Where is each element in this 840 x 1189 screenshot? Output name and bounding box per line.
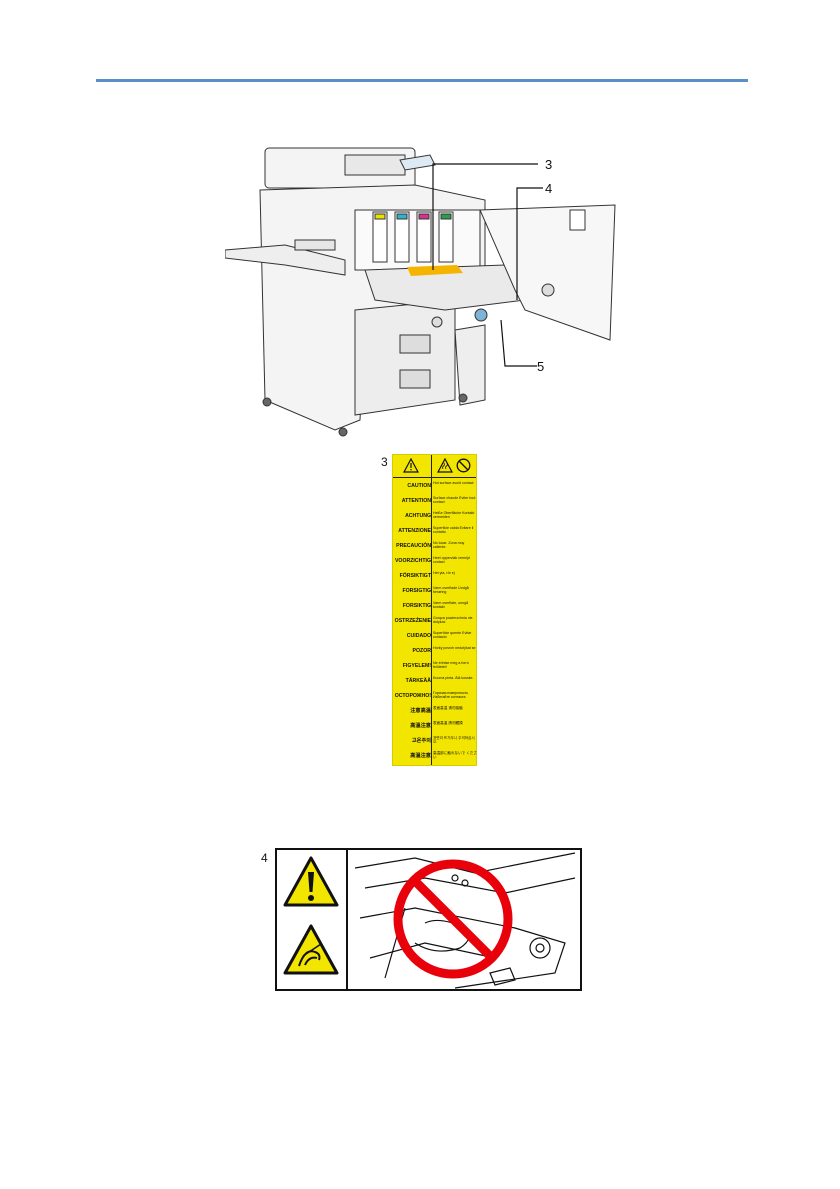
callout-4: 4 [545,181,553,196]
label-warning-text: Kuuma pinta. Älä kosske. [433,676,474,680]
label-3-number: 3 [381,455,388,469]
label-warning-text: No tocar. Zona muy caliente. [433,541,465,549]
label-warning-text: Varm overflate, unngå kontakt [433,601,469,609]
label-warning-text: Horký povrch nedotýkat se [433,646,476,650]
label-warning-word: 高溫注意 [410,723,431,729]
label-warning-word: 注意高温 [410,708,431,714]
label-warning-text: 表面高温 请勿接触 [433,706,463,710]
label-warning-text: Gorąca powierzchnia nie dotykać [433,616,473,624]
warning-triangle-icon [403,458,419,473]
label-warning-word: ATTENTION [401,498,431,504]
callout-3: 3 [545,157,553,172]
exclamation-warning-icon [283,856,339,907]
label-warning-word: POZOR [412,648,431,654]
label-warning-word: 고온주의 [411,738,431,744]
label-warning-text: Het yta, rör ej [433,571,455,575]
pinch-warning-label [275,848,582,991]
label-warning-word: FORSIGTIG [402,588,431,594]
label-warning-word: ACHTUNG [405,513,431,519]
hand-pinch-warning-icon [283,924,339,975]
label-warning-word: CAUTION [407,483,431,489]
label-warning-text: Heiße Oberfläche Kontakt vermeiden [433,511,475,519]
label-warning-text: Горячая поверхность Избегайте контакта [433,691,469,699]
label-warning-word: FÖRSIKTIGT [399,573,431,579]
label-row: 注意高温表面高温 请勿接触 [393,704,476,719]
label-divider [431,455,432,765]
label-warning-word: FORSIKTIG [402,603,431,609]
label-warning-text: Hot surface avoid contact [433,481,474,485]
label-warning-word: VOORZICHTIG [394,558,431,564]
label-warning-text: 表面高溫 請勿觸摸 [433,721,463,725]
hot-surface-icon [437,458,453,473]
label-row: 高温注意高温部に触れないで ください [393,749,477,764]
label-warning-text: 高温部に触れないで ください [433,751,477,759]
header-rule [96,79,748,82]
label-warning-text: Surface chaude Éviter tout contact [433,496,476,504]
label-warning-word: ATTENZIONE [398,528,431,534]
label-warning-text: Superfície quente Evitar contacto [433,631,472,639]
label-row: ОСТОРОЖНО!Горячая поверхность Избегайте … [393,689,476,704]
label-warning-word: PRECAUCIÓN [396,543,431,549]
label-warning-text: Heet oppervlak vermijd contact [433,556,470,564]
label-header [393,455,476,478]
label-warning-word: OSTRZEŻENIE [394,618,431,624]
label-warning-text: 표면이 뜨거우니 주의하십시오. [433,736,475,744]
prohibited-icon [393,859,513,979]
no-touch-icon [456,458,471,473]
label-warning-text: Ne érintse meg a forró felületet! [433,661,469,669]
callout-5: 5 [537,359,545,374]
label-row: FIGYELEM!Ne érintse meg a forró felülete… [393,659,476,674]
label-warning-text: Superficie calda Evitare il contatto [433,526,474,534]
label-warning-word: CUIDADO [406,633,431,639]
label-row: 高溫注意表面高溫 請勿觸摸 [393,719,476,734]
label-warning-word: ОСТОРОЖНО! [394,693,431,699]
label-warning-text: Varm overflade Undgå berøring [433,586,469,594]
label-warning-word: FIGYELEM! [402,663,431,669]
copier-illustration [225,147,616,437]
label-warning-word: 高温注意 [410,753,431,759]
label-4-number: 4 [261,851,268,865]
label-warning-word: TÄRKEÄÄ [405,678,431,684]
